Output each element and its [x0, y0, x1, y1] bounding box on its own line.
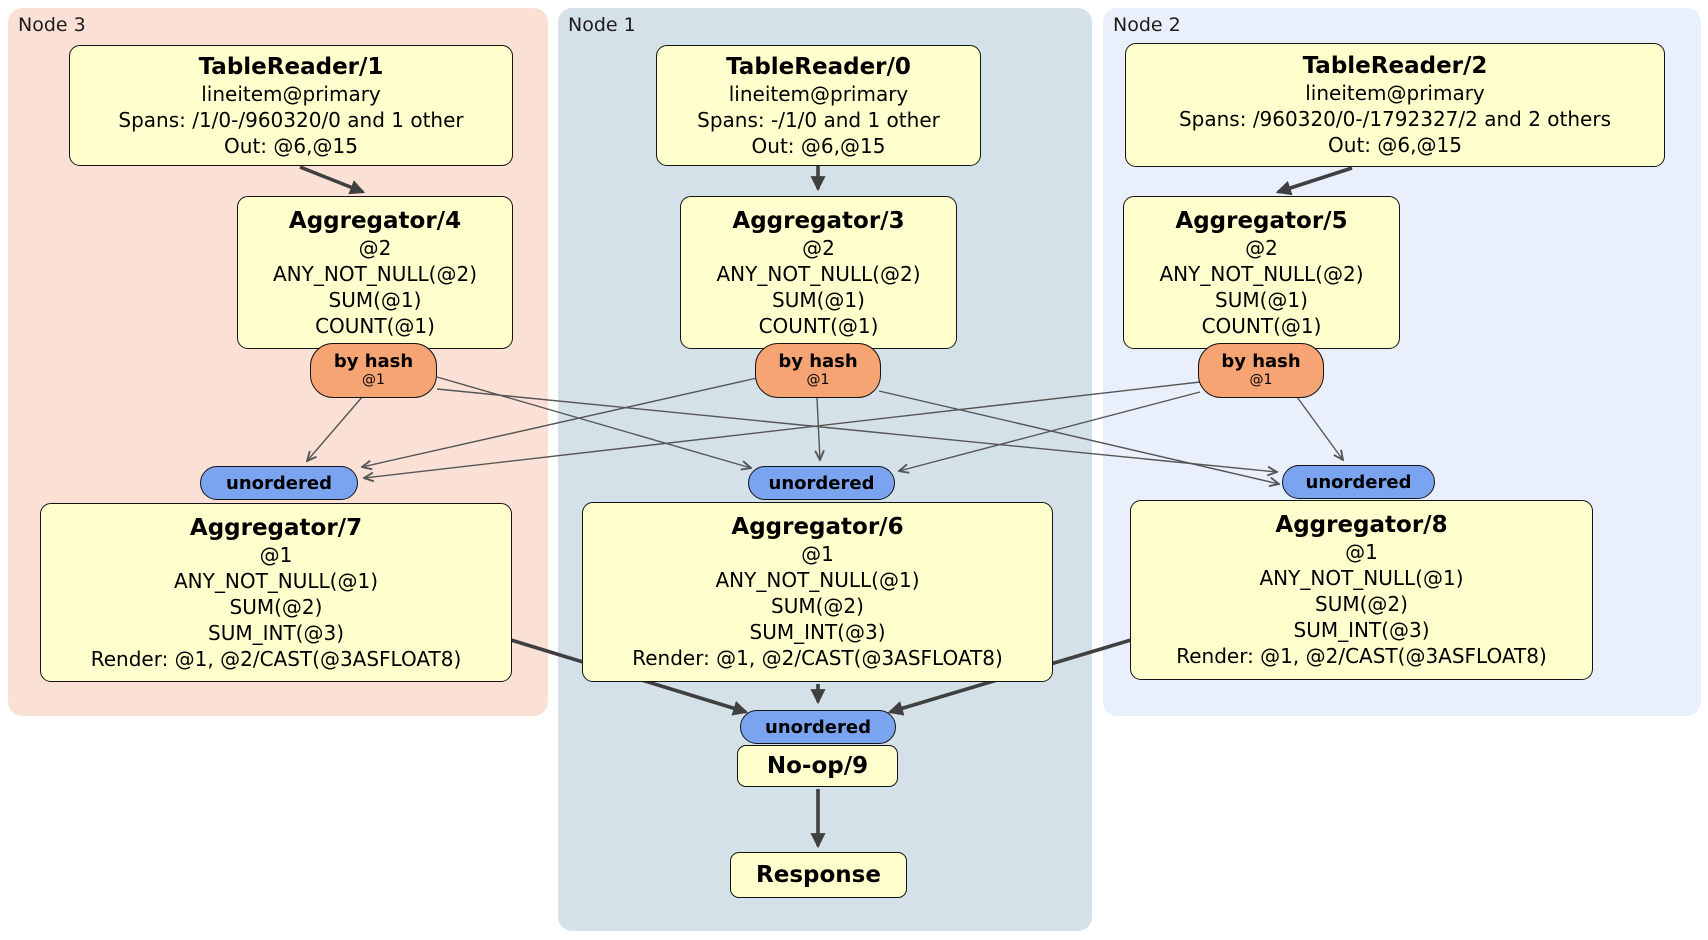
region-label-node3: Node 3	[18, 14, 86, 36]
sync-unordered-node2: unordered	[1282, 465, 1435, 499]
processor-tablereader-1: TableReader/1 lineitem@primary Spans: /1…	[69, 45, 513, 166]
processor-detail-line: SUM(@1)	[772, 287, 865, 312]
processor-detail-line: Render: @1, @2/CAST(@3ASFLOAT8)	[90, 646, 462, 671]
processor-detail-line: ANY_NOT_NULL(@1)	[715, 568, 920, 592]
processor-detail-line: @1	[259, 542, 293, 567]
processor-detail-line: Spans: /1/0-/960320/0 and 1 other	[118, 107, 464, 132]
response-node: Response	[730, 852, 907, 898]
processor-title: TableReader/1	[198, 53, 384, 80]
hash-router-node3: by hash @1	[310, 343, 437, 398]
processor-detail-line: lineitem@primary	[728, 81, 909, 106]
processor-title: TableReader/0	[726, 53, 911, 80]
hash-router-label: by hash	[1221, 351, 1301, 372]
processor-aggregator-4: Aggregator/4 @2 ANY_NOT_NULL(@2) SUM(@1)…	[237, 196, 513, 349]
hash-router-node2: by hash @1	[1198, 343, 1324, 398]
processor-detail-line: SUM_INT(@3)	[749, 620, 886, 644]
processor-title: Aggregator/5	[1175, 207, 1348, 234]
processor-title: TableReader/2	[1302, 53, 1488, 79]
processor-noop-9: No-op/9	[737, 745, 898, 787]
processor-detail-line: @2	[358, 235, 392, 260]
hash-router-key: @1	[806, 372, 830, 388]
hash-router-label: by hash	[778, 351, 858, 372]
processor-detail-line: SUM_INT(@3)	[208, 620, 344, 645]
hash-router-key: @1	[1249, 372, 1273, 388]
processor-detail-line: ANY_NOT_NULL(@2)	[716, 261, 921, 286]
processor-detail-line: COUNT(@1)	[1201, 313, 1322, 338]
hash-router-label: by hash	[333, 351, 414, 372]
processor-title: No-op/9	[766, 753, 869, 779]
processor-detail-line: SUM(@2)	[771, 594, 864, 618]
processor-detail-line: SUM_INT(@3)	[1293, 618, 1430, 642]
processor-title: Response	[756, 862, 881, 888]
processor-detail-line: Spans: -/1/0 and 1 other	[697, 107, 940, 132]
processor-detail-line: ANY_NOT_NULL(@1)	[1259, 566, 1464, 590]
processor-detail-line: @2	[802, 235, 835, 260]
processor-title: Aggregator/6	[731, 514, 904, 540]
processor-detail-line: Render: @1, @2/CAST(@3ASFLOAT8)	[1176, 644, 1547, 668]
processor-title: Aggregator/3	[732, 207, 905, 234]
processor-aggregator-5: Aggregator/5 @2 ANY_NOT_NULL(@2) SUM(@1)…	[1123, 196, 1400, 349]
processor-aggregator-7: Aggregator/7 @1 ANY_NOT_NULL(@1) SUM(@2)…	[40, 503, 512, 682]
processor-detail-line: lineitem@primary	[1305, 81, 1485, 105]
processor-detail-line: SUM(@1)	[328, 287, 422, 312]
processor-detail-line: @2	[1245, 235, 1278, 260]
processor-detail-line: Spans: /960320/0-/1792327/2 and 2 others	[1178, 107, 1611, 131]
processor-detail-line: SUM(@2)	[229, 594, 323, 619]
hash-router-node1: by hash @1	[755, 343, 881, 398]
processor-detail-line: Out: @6,@15	[224, 133, 358, 158]
processor-detail-line: SUM(@2)	[1315, 592, 1408, 616]
processor-detail-line: Render: @1, @2/CAST(@3ASFLOAT8)	[632, 646, 1003, 670]
sync-label: unordered	[226, 472, 332, 494]
processor-detail-line: @1	[801, 542, 834, 566]
processor-detail-line: SUM(@1)	[1215, 287, 1308, 312]
processor-aggregator-6: Aggregator/6 @1 ANY_NOT_NULL(@1) SUM(@2)…	[582, 502, 1053, 682]
region-label-node2: Node 2	[1113, 14, 1181, 36]
processor-title: Aggregator/8	[1275, 512, 1448, 538]
sync-label: unordered	[765, 716, 871, 738]
hash-router-key: @1	[362, 372, 385, 388]
processor-title: Aggregator/7	[189, 514, 363, 541]
sync-unordered-node3: unordered	[200, 466, 358, 500]
processor-detail-line: ANY_NOT_NULL(@1)	[174, 568, 378, 593]
processor-detail-line: COUNT(@1)	[758, 313, 879, 338]
sync-label: unordered	[768, 472, 875, 494]
processor-detail-line: COUNT(@1)	[315, 313, 435, 338]
processor-aggregator-8: Aggregator/8 @1 ANY_NOT_NULL(@1) SUM(@2)…	[1130, 500, 1593, 680]
processor-detail-line: ANY_NOT_NULL(@2)	[1159, 261, 1364, 286]
processor-title: Aggregator/4	[288, 207, 462, 234]
region-label-node1: Node 1	[568, 14, 636, 36]
sync-unordered-node1: unordered	[748, 466, 895, 500]
processor-detail-line: Out: @6,@15	[751, 133, 886, 158]
sync-label: unordered	[1305, 471, 1412, 493]
processor-tablereader-2: TableReader/2 lineitem@primary Spans: /9…	[1125, 43, 1665, 167]
processor-tablereader-0: TableReader/0 lineitem@primary Spans: -/…	[656, 45, 981, 166]
processor-detail-line: @1	[1345, 540, 1378, 564]
processor-detail-line: lineitem@primary	[201, 81, 381, 106]
sync-unordered-final: unordered	[740, 710, 896, 744]
processor-aggregator-3: Aggregator/3 @2 ANY_NOT_NULL(@2) SUM(@1)…	[680, 196, 957, 349]
processor-detail-line: Out: @6,@15	[1328, 133, 1462, 157]
processor-detail-line: ANY_NOT_NULL(@2)	[273, 261, 477, 286]
